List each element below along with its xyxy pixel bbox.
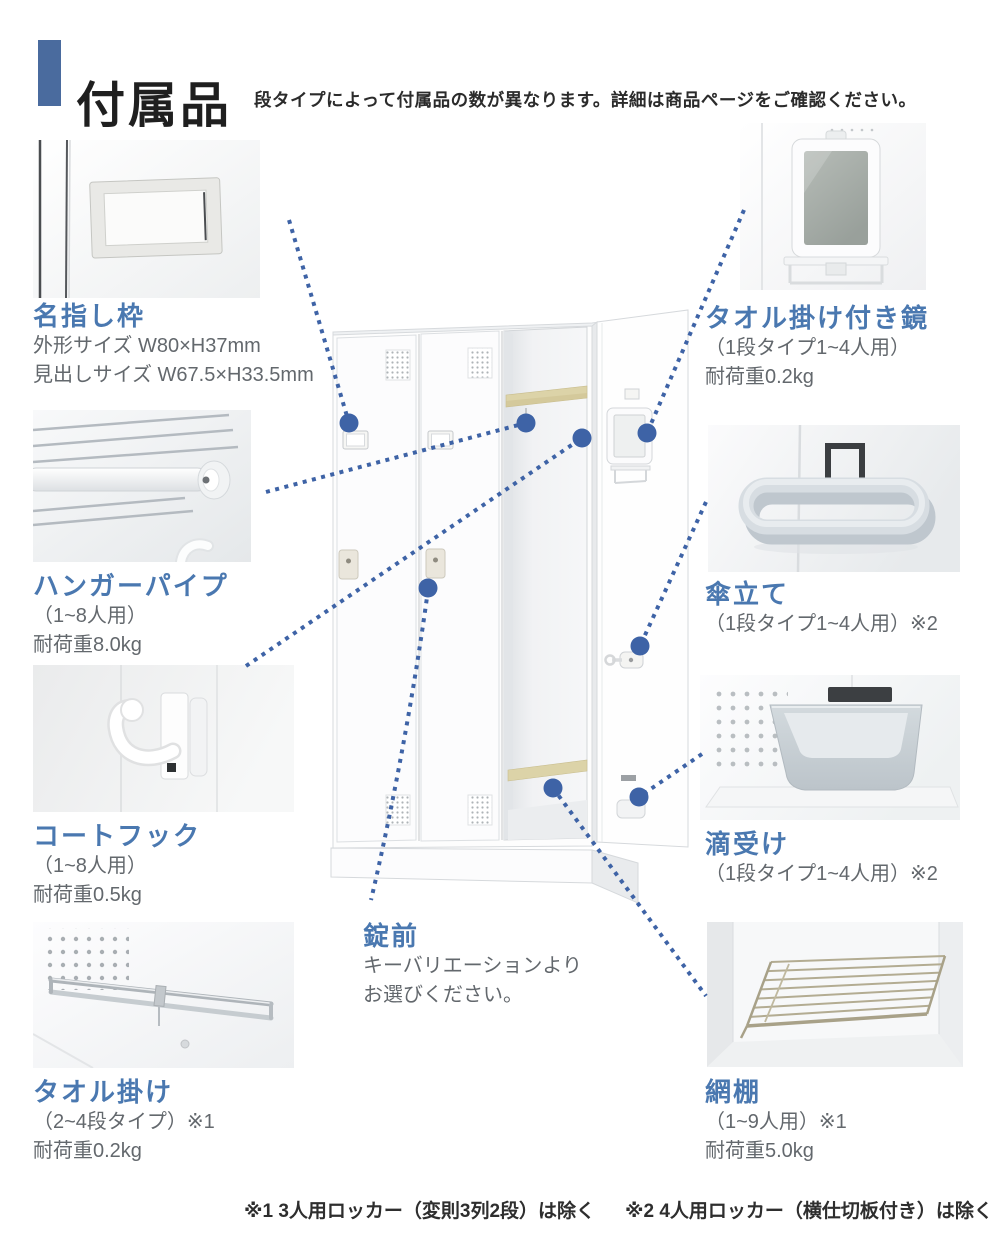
towel-rack-photo (33, 922, 294, 1068)
page-title: 付属品 (76, 78, 233, 133)
footnote: ※1 3人用ロッカー（変則3列2段）は除く ※2 4人用ロッカー（横仕切板付き）… (244, 1196, 993, 1223)
spec-line: お選びください。 (363, 984, 523, 1006)
spec-line: キーバリエーションより (363, 955, 582, 977)
spec-line: （1段タイプ1~4人用）※2 (705, 613, 938, 635)
spec-line: 耐荷重0.2kg (33, 1140, 142, 1162)
item-title-umbrella-stand: 傘立て (705, 579, 790, 609)
spec-line: （1~9人用）※1 (705, 1111, 847, 1133)
item-title-hanger-pipe: ハンガーパイプ (33, 571, 229, 601)
item-title-name-plate: 名指し枠 (33, 301, 146, 331)
spec-line: （1段タイプ1~4人用）※2 (705, 863, 938, 885)
umbrella-stand-photo (708, 425, 960, 572)
item-title-drip-tray: 滴受け (705, 829, 790, 859)
wire-shelf-photo (707, 922, 963, 1067)
coat-hook-photo (33, 665, 294, 812)
spec-line: （1~8人用） (33, 605, 147, 627)
title-accent-bar (38, 40, 61, 106)
item-title-towel-rack: タオル掛け (33, 1077, 174, 1107)
spec-line: 見出しサイズ W67.5×H33.5mm (33, 364, 314, 386)
footnote-2: ※2 4人用ロッカー（横仕切板付き）は除く (625, 1201, 993, 1222)
item-specs-hanger-pipe: （1~8人用） 耐荷重8.0kg (33, 602, 147, 660)
item-specs-mirror: （1段タイプ1~4人用） 耐荷重0.2kg (705, 334, 910, 392)
spec-line: （2~4段タイプ）※1 (33, 1111, 215, 1133)
item-title-lock: 錠前 (363, 921, 420, 951)
spec-line: 耐荷重0.5kg (33, 884, 142, 906)
item-specs-lock: キーバリエーションより お選びください。 (363, 952, 582, 1010)
item-title-mirror: タオル掛け付き鏡 (705, 303, 930, 333)
mirror-photo (740, 123, 926, 290)
item-specs-coat-hook: （1~8人用） 耐荷重0.5kg (33, 852, 147, 910)
spec-line: 耐荷重8.0kg (33, 634, 142, 656)
item-specs-umbrella-stand: （1段タイプ1~4人用）※2 (705, 610, 938, 639)
item-specs-wire-shelf: （1~9人用）※1 耐荷重5.0kg (705, 1108, 847, 1166)
item-title-wire-shelf: 網棚 (705, 1077, 762, 1107)
hanger-pipe-photo (33, 410, 251, 562)
item-specs-name-plate: 外形サイズ W80×H37mm 見出しサイズ W67.5×H33.5mm (33, 332, 314, 390)
spec-line: （1~8人用） (33, 855, 147, 877)
spec-line: 耐荷重0.2kg (705, 366, 814, 388)
item-title-coat-hook: コートフック (33, 821, 202, 851)
name-plate-photo (33, 140, 260, 298)
page-subtitle: 段タイプによって付属品の数が異なります。詳細は商品ページをご確認ください。 (254, 89, 917, 110)
drip-tray-photo (700, 675, 960, 820)
item-specs-towel-rack: （2~4段タイプ）※1 耐荷重0.2kg (33, 1108, 215, 1166)
footnote-1: ※1 3人用ロッカー（変則3列2段）は除く (244, 1201, 596, 1222)
item-specs-drip-tray: （1段タイプ1~4人用）※2 (705, 860, 938, 889)
locker-photo (320, 305, 700, 910)
spec-line: 耐荷重5.0kg (705, 1140, 814, 1162)
spec-line: （1段タイプ1~4人用） (705, 337, 911, 359)
spec-line: 外形サイズ W80×H37mm (33, 335, 261, 357)
